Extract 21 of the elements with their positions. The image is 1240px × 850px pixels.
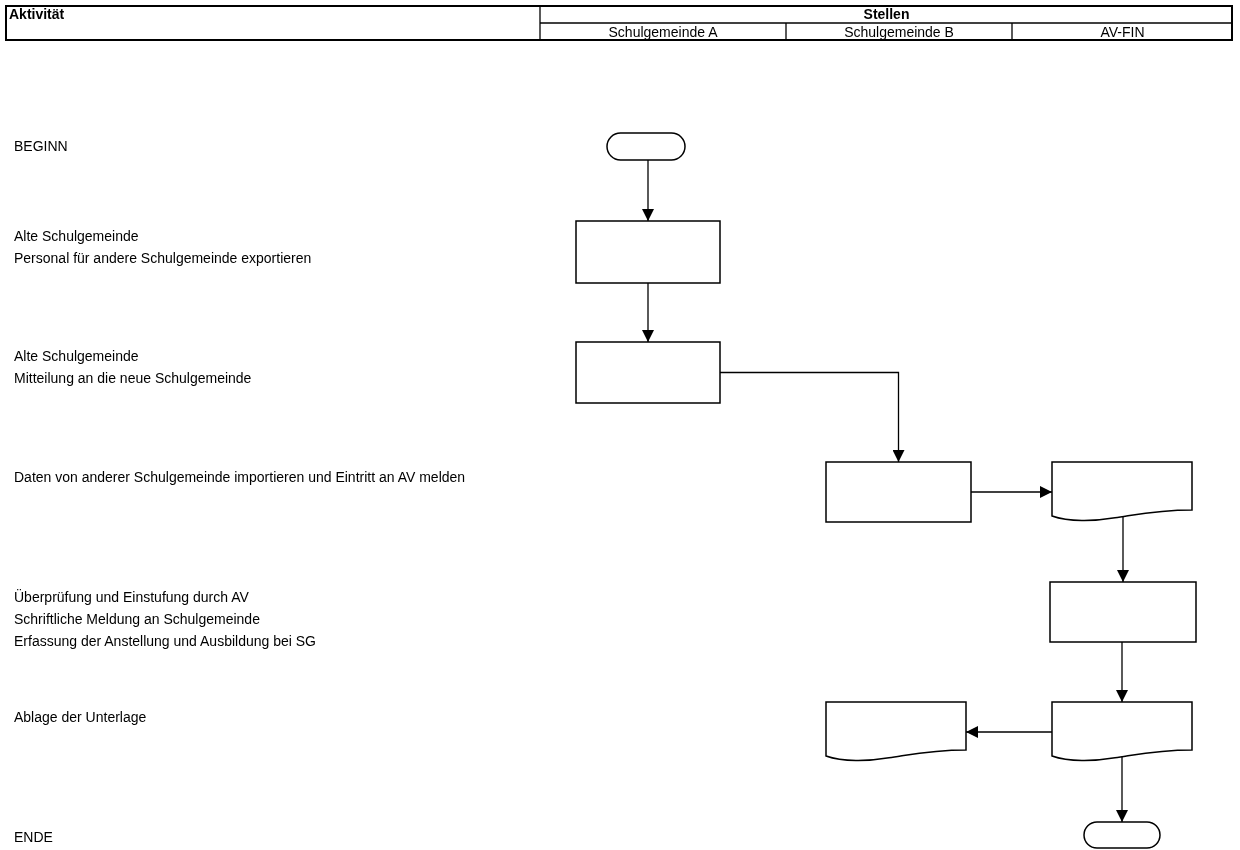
column-header: Aktivität xyxy=(9,5,66,23)
arrow xyxy=(642,282,654,343)
activity-text: Personal für andere Schulgemeinde exportieren xyxy=(14,249,312,268)
activity-text: ENDE xyxy=(14,828,53,847)
arrow xyxy=(1117,515,1129,583)
arrow xyxy=(642,159,654,222)
activity-text: Ablage der Unterlage xyxy=(14,708,147,727)
activity-text: Alte Schulgemeinde xyxy=(14,227,139,246)
column-header: AV-FIN xyxy=(1099,23,1146,41)
arrow xyxy=(1116,755,1128,823)
activity-text: Alte Schulgemeinde xyxy=(14,347,139,366)
activity-text: Mitteilung an die neue Schulgemeinde xyxy=(14,369,252,388)
activity-text: Erfassung der Anstellung und Ausbildung bei SG xyxy=(14,632,316,651)
column-header: Schulgemeinde A xyxy=(607,23,719,41)
column-header: Schulgemeinde B xyxy=(843,23,955,41)
activity-text: Schriftliche Meldung an Schulgemeinde xyxy=(14,610,260,629)
column-header: Stellen xyxy=(862,5,911,23)
arrow xyxy=(1116,641,1128,703)
activity-text: Überprüfung und Einstufung durch AV xyxy=(14,588,249,607)
activity-text: BEGINN xyxy=(14,137,68,156)
activity-text: Daten von anderer Schulgemeinde importieren und Eintritt an AV melden xyxy=(14,468,467,487)
